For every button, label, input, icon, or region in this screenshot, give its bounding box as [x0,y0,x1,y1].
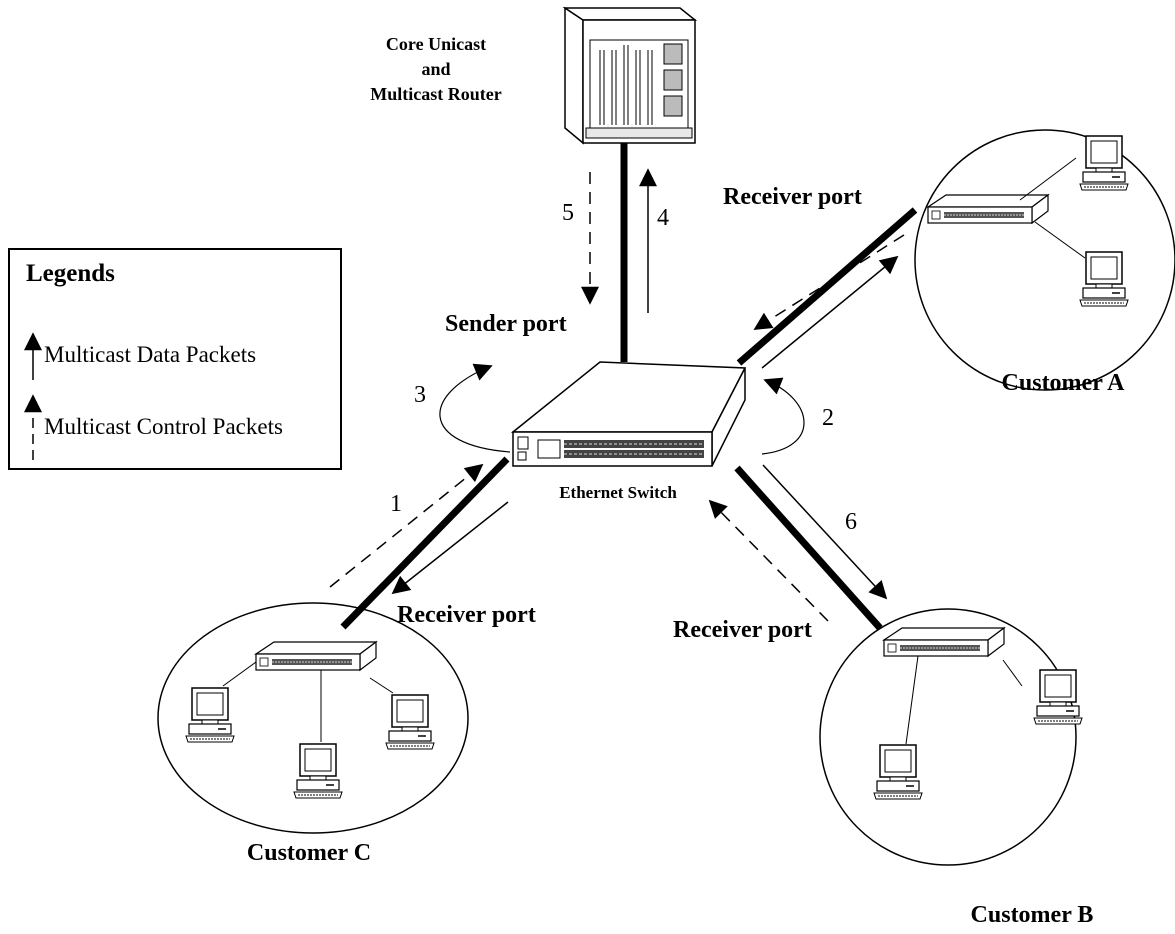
customer-a-pc-2 [1079,251,1129,307]
curved-arrow-step-3 [439,363,511,453]
legend-control-label: Multicast Control Packets [44,414,283,439]
link-switch-customer-a [736,207,918,366]
step-4-label: 4 [657,205,669,231]
step-1-label: 1 [390,491,402,517]
step-5-label: 5 [562,200,574,226]
receiver-port-label-b: Receiver port [673,617,812,643]
switch-label: Ethernet Switch [559,483,677,502]
customer-a-network [914,129,1175,391]
curved-arrow-step-2 [761,377,805,455]
customer-c-network [157,602,469,834]
customer-b-pc-2 [873,744,923,800]
link-switch-customer-b [734,465,883,631]
customer-b-pc-1 [1033,669,1083,725]
arrow-b-control-in [708,499,829,622]
arrow-c-data-out [391,501,509,595]
customer-b-network [819,608,1083,866]
arrow-b-data-out [762,464,888,600]
router-label-line-1: Core Unicast [386,34,486,54]
legend-title: Legends [26,260,115,287]
customer-b-label: Customer B [971,902,1094,928]
arrow-c-control-in [329,463,484,588]
router-label-line-3: Multicast Router [370,84,501,104]
arrow-a-data-out [761,255,899,369]
receiver-port-label-a: Receiver port [723,184,862,210]
customer-a-label: Customer A [1002,370,1126,396]
step-2-label: 2 [822,405,834,431]
step-3-label: 3 [414,382,426,408]
legend-data-label: Multicast Data Packets [44,342,256,367]
ethernet-switch [510,361,747,467]
customer-c-pc-1 [185,687,235,743]
customer-a-pc-1 [1079,135,1129,191]
arrow-a-control-in [753,234,905,330]
receiver-port-label-c: Receiver port [397,602,536,628]
router-label-line-2: and [421,59,450,79]
customer-c-pc-3 [293,743,343,799]
legend-box: Legends Multicast Data Packets Multicast… [8,248,342,470]
sender-port-label: Sender port [445,311,567,337]
customer-c-label: Customer C [247,840,371,866]
step-6-label: 6 [845,509,857,535]
customer-c-pc-2 [385,694,435,750]
core-router [562,6,698,145]
link-switch-customer-c [340,456,510,630]
